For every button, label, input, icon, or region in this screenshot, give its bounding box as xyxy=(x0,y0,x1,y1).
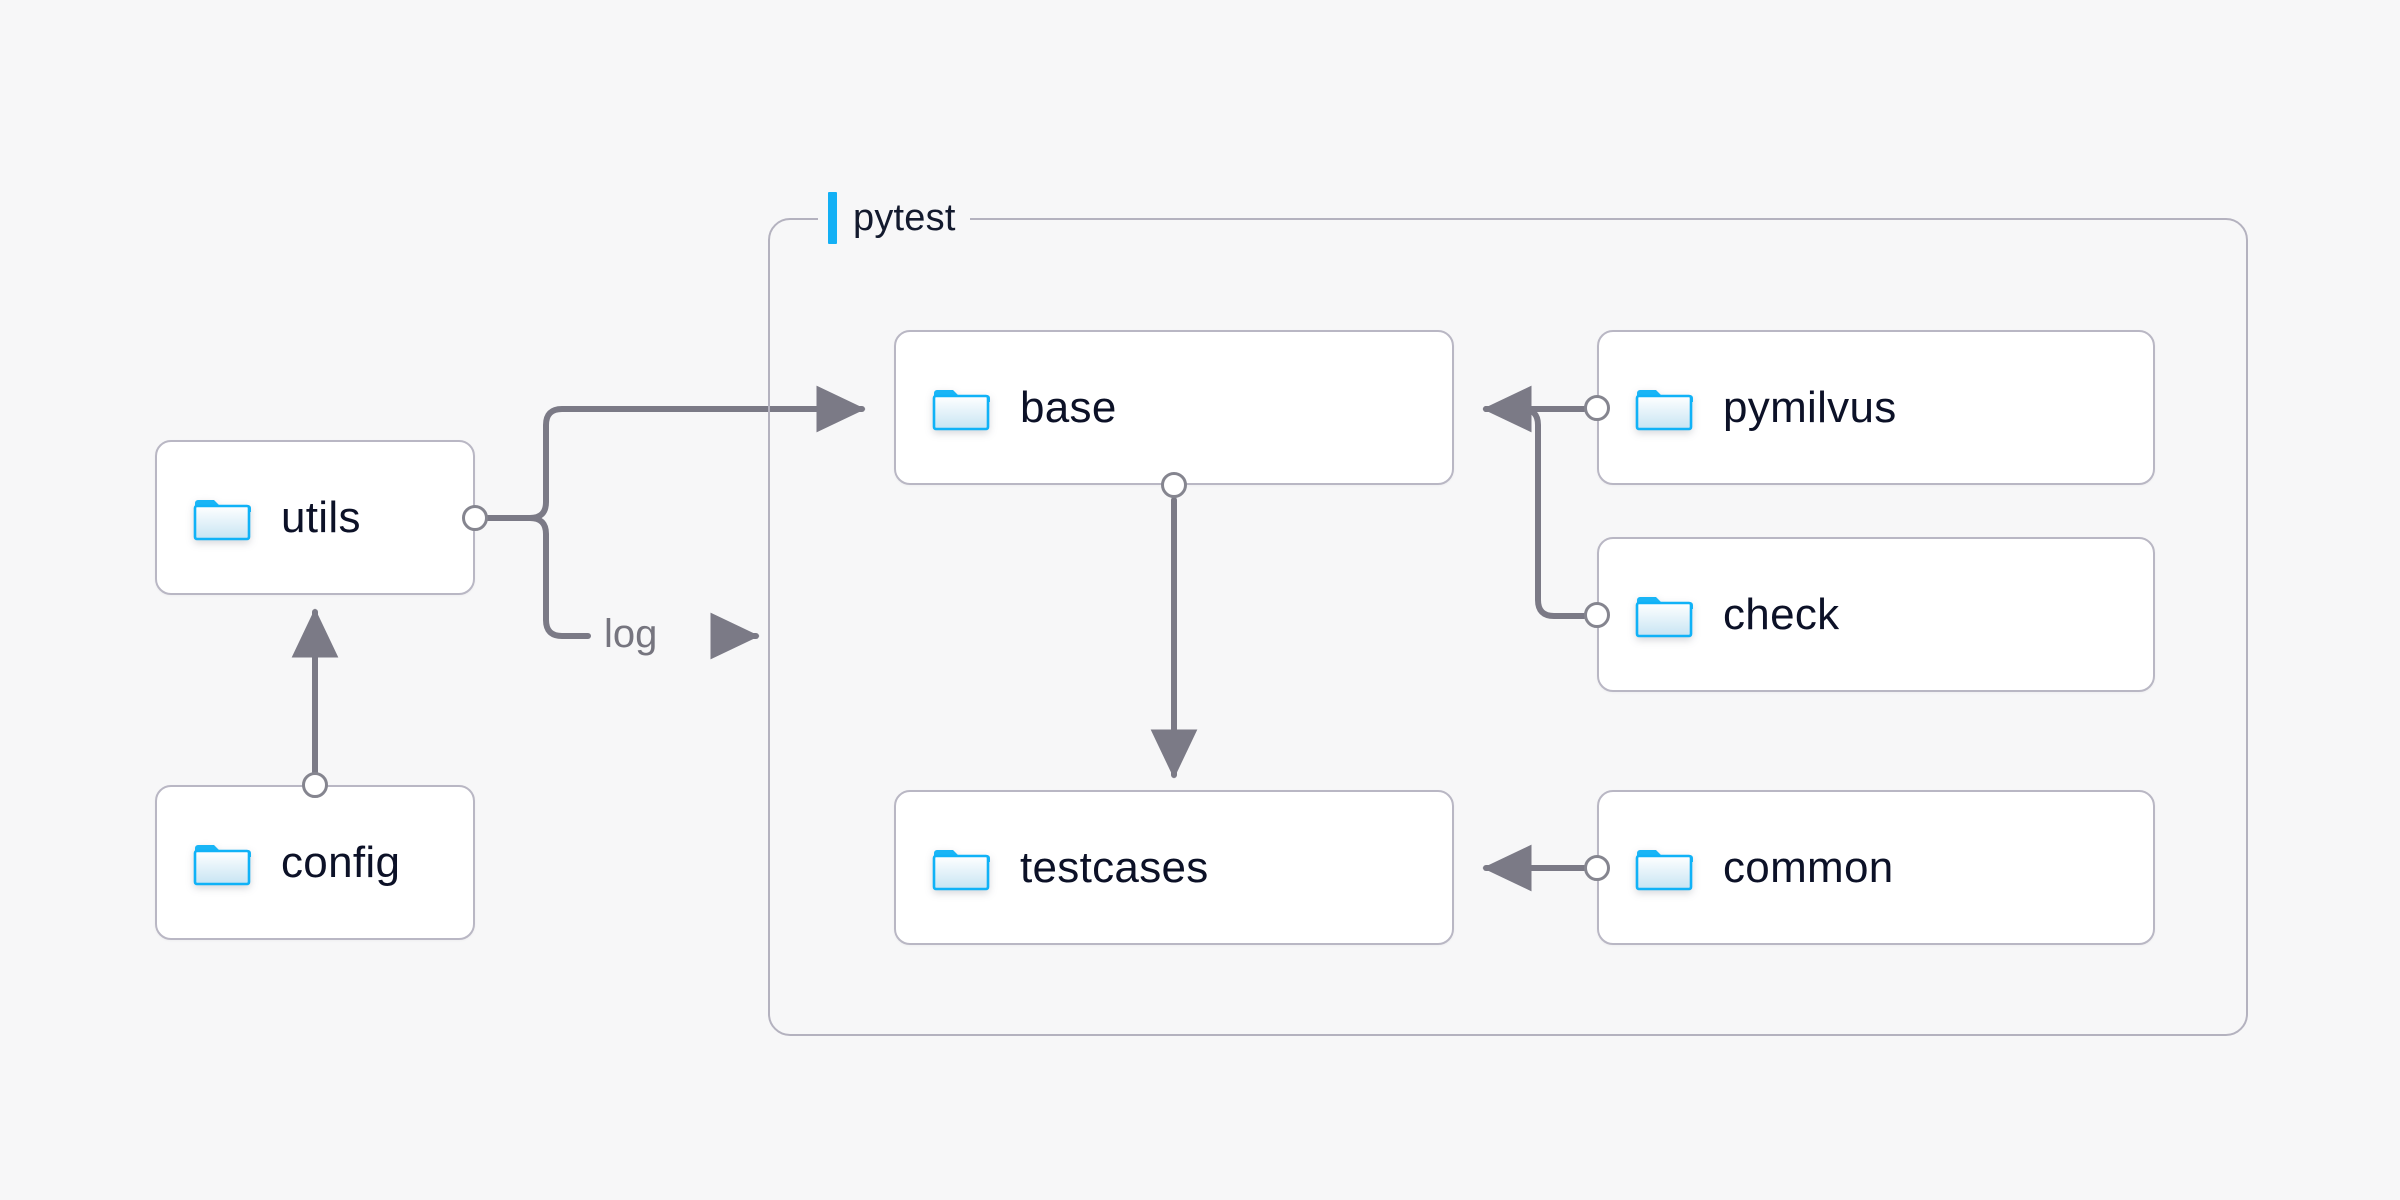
node-testcases[interactable]: testcases xyxy=(894,790,1454,945)
group-accent-bar xyxy=(828,192,837,244)
port-check-left[interactable] xyxy=(1584,602,1610,628)
group-frame-pytest xyxy=(768,218,2248,1036)
port-pymilvus-left[interactable] xyxy=(1584,395,1610,421)
folder-icon xyxy=(932,849,990,890)
node-utils[interactable]: utils xyxy=(155,440,475,595)
folder-icon xyxy=(193,844,251,885)
node-pymilvus[interactable]: pymilvus xyxy=(1597,330,2155,485)
folder-icon xyxy=(1635,389,1693,430)
node-label: testcases xyxy=(1020,842,1209,892)
group-header-pytest: pytest xyxy=(818,190,970,246)
group-title-label: pytest xyxy=(853,196,956,239)
edge-label-log: log xyxy=(604,612,658,656)
folder-icon xyxy=(932,389,990,430)
folder-icon xyxy=(1635,849,1693,890)
node-label: pymilvus xyxy=(1723,382,1897,432)
node-config[interactable]: config xyxy=(155,785,475,940)
edge-utils-to-log xyxy=(485,515,591,639)
node-label: utils xyxy=(281,492,361,542)
folder-icon xyxy=(193,499,251,540)
port-utils-right[interactable] xyxy=(462,505,488,531)
node-base[interactable]: base xyxy=(894,330,1454,485)
folder-icon xyxy=(1635,596,1693,637)
port-base-bottom[interactable] xyxy=(1161,472,1187,498)
node-label: check xyxy=(1723,589,1840,639)
node-label: config xyxy=(281,837,401,887)
node-common[interactable]: common xyxy=(1597,790,2155,945)
node-label: base xyxy=(1020,382,1117,432)
node-check[interactable]: check xyxy=(1597,537,2155,692)
port-config-top[interactable] xyxy=(302,772,328,798)
node-label: common xyxy=(1723,842,1894,892)
port-common-left[interactable] xyxy=(1584,855,1610,881)
